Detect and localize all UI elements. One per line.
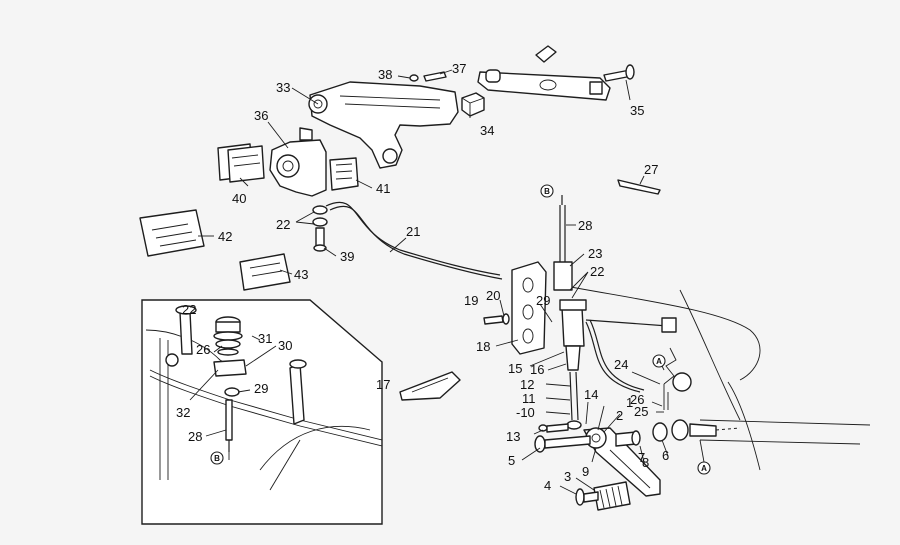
bracket-plate-18 — [511, 261, 547, 355]
callout-3: 3 — [564, 469, 571, 484]
svg-text:A: A — [656, 357, 662, 366]
callout-30: 30 — [278, 338, 292, 353]
callout-36: 36 — [254, 108, 268, 123]
callout-28-inset: 28 — [188, 429, 202, 444]
svg-text:A: A — [701, 464, 707, 473]
callout-27: 27 — [644, 162, 658, 177]
master-cylinder — [553, 195, 587, 371]
banjo-fitting-22-39 — [312, 205, 328, 252]
brake-caliper — [269, 127, 327, 197]
callout-19: 19 — [464, 293, 478, 308]
screw-19-washer-20 — [483, 313, 510, 325]
callout-37: 37 — [452, 61, 466, 76]
callout-24: 24 — [614, 357, 628, 372]
brake-pedal — [583, 427, 661, 497]
callout-21: 21 — [406, 224, 420, 239]
callout-26-pedal: 26 — [630, 392, 644, 407]
callout-22-cylinder: 22 — [590, 264, 604, 279]
callout-11: 11 — [522, 391, 536, 406]
callout-16: 16 — [530, 362, 544, 377]
bolt-35 — [603, 64, 635, 82]
callout-7: 7 — [638, 450, 645, 465]
marker-b-top: B — [540, 184, 554, 198]
callout-34: 34 — [480, 123, 494, 138]
callout-10: -10 — [516, 405, 535, 420]
marker-b-inset: B — [210, 451, 224, 465]
callout-39: 39 — [340, 249, 354, 264]
clip-27 — [617, 179, 661, 195]
mounting-plate — [477, 45, 611, 101]
callout-6: 6 — [662, 448, 669, 463]
callout-labels: 1 2 3 4 5 6 7 8 9 -10 11 12 13 14 15 16 … — [176, 61, 669, 493]
brake-hose-21 — [325, 201, 503, 280]
callout-20: 20 — [486, 288, 500, 303]
callout-31: 31 — [258, 331, 272, 346]
support-bracket-33 — [308, 81, 459, 169]
callout-42: 42 — [218, 229, 232, 244]
frame-outline — [559, 284, 871, 471]
callout-22-caliper: 22 — [276, 217, 290, 232]
callout-35: 35 — [630, 103, 644, 118]
callout-13: 13 — [506, 429, 520, 444]
callout-9: 9 — [582, 464, 589, 479]
bolt-5 — [534, 435, 591, 453]
callout-1: 1 — [626, 395, 633, 410]
brake-pads-40 — [217, 143, 265, 183]
callout-28-main: 28 — [578, 218, 592, 233]
callout-25: 25 — [634, 404, 648, 419]
pushrod-assembly — [566, 371, 582, 430]
label-sticker-42 — [139, 209, 205, 257]
callout-43: 43 — [294, 267, 308, 282]
screw-13 — [538, 423, 569, 433]
callout-41: 41 — [376, 181, 390, 196]
callout-4: 4 — [544, 478, 551, 493]
reservoir-hose — [585, 317, 677, 393]
callout-29-main: 29 — [536, 293, 550, 308]
inset-detail-panel — [141, 299, 383, 525]
callout-12: 12 — [520, 377, 534, 392]
callout-29-inset: 29 — [254, 381, 268, 396]
pivot-bushings — [615, 419, 741, 447]
marker-a-lower: A — [697, 461, 711, 475]
callout-32: 32 — [176, 405, 190, 420]
marker-a-upper: A — [652, 354, 666, 368]
callout-38: 38 — [378, 67, 392, 82]
pedal-rubber-3 — [593, 481, 631, 511]
callout-40: 40 — [232, 191, 246, 206]
spring-24 — [663, 347, 677, 410]
svg-text:B: B — [544, 187, 550, 196]
callout-8: 8 — [642, 455, 649, 470]
spacer-block-34 — [461, 92, 485, 117]
svg-text:B: B — [214, 454, 220, 463]
callout-18: 18 — [476, 339, 490, 354]
callout-14: 14 — [584, 387, 598, 402]
callout-33: 33 — [276, 80, 290, 95]
callout-26-inset: 26 — [196, 342, 210, 357]
callout-17: 17 — [376, 377, 390, 392]
callout-5: 5 — [508, 453, 515, 468]
callout-23: 23 — [588, 246, 602, 261]
bolt-4 — [575, 488, 599, 506]
label-sticker-17 — [399, 371, 461, 401]
callout-22-inset: 22 — [182, 302, 196, 317]
callout-15: 15 — [508, 361, 522, 376]
caliper-guard-41 — [329, 157, 359, 191]
leader-lines — [189, 69, 705, 495]
label-sticker-43 — [239, 253, 291, 291]
inset-reservoir-assembly — [213, 316, 247, 452]
callout-2: 2 — [616, 408, 623, 423]
